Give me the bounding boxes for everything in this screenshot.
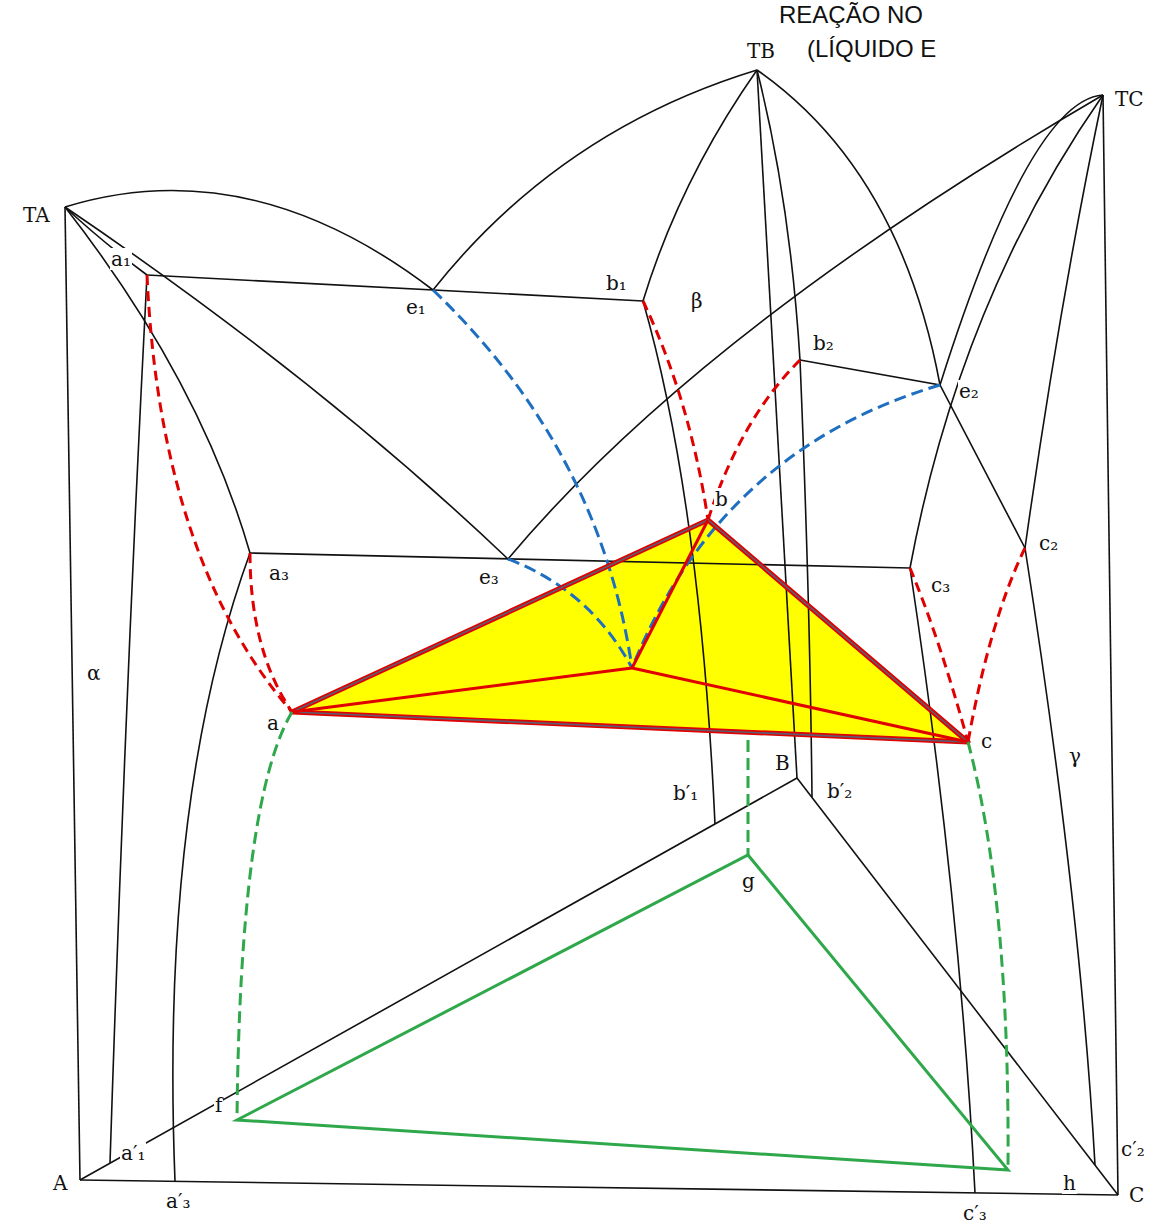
point-label: b₁ — [605, 272, 628, 294]
point-label: c₂ — [1038, 532, 1059, 554]
point-label: a′₃ — [165, 1190, 191, 1212]
red-tie-line — [292, 668, 632, 712]
liquidus-curve — [65, 207, 508, 559]
liquidus-curve — [433, 70, 757, 290]
solidus-curve — [65, 207, 147, 275]
green-dashed-curve — [237, 712, 292, 1120]
solvus-curve — [910, 568, 975, 1193]
solvus-curve — [1025, 548, 1095, 1165]
point-label: TB — [746, 40, 776, 62]
red-dashed-curve — [147, 275, 292, 712]
point-label: a′₁ — [120, 1142, 146, 1164]
point-label: TC — [1114, 88, 1145, 110]
point-label: e₃ — [478, 566, 500, 588]
point-label: f — [214, 1094, 223, 1116]
tie-triangle-outline — [292, 520, 968, 742]
tie-line — [147, 275, 643, 301]
solidus-curve — [757, 70, 800, 360]
base-line — [80, 1180, 1118, 1195]
heading-text: (LÍQUIDO E — [806, 36, 937, 62]
point-label: B — [774, 752, 791, 774]
point-label: b′₁ — [672, 782, 699, 804]
point-label: c₃ — [930, 574, 951, 596]
point-label: b′₂ — [826, 780, 853, 802]
point-label: γ — [1068, 745, 1082, 767]
red-dashed-curves — [147, 275, 1025, 742]
red-tie-line — [632, 520, 708, 668]
solidus-curve — [643, 70, 757, 301]
point-label: C — [1128, 1184, 1145, 1206]
point-label: c′₃ — [962, 1202, 988, 1224]
liquidus-curve — [757, 70, 940, 385]
green-lines — [237, 712, 1008, 1170]
tie-line — [800, 360, 1025, 548]
point-label: g — [741, 870, 756, 892]
green-dashed-curve — [968, 742, 1008, 1170]
point-label: b — [714, 488, 729, 510]
blue-dashed-curve — [433, 290, 632, 668]
point-label: e₂ — [958, 380, 980, 402]
tie-triangle-fill — [292, 520, 968, 742]
prism-lines — [65, 70, 1118, 1195]
edge-line — [757, 70, 797, 778]
heading-text: REAÇÃO NO — [778, 2, 924, 28]
solvus-curve — [800, 360, 812, 797]
point-label: TA — [22, 204, 51, 226]
solidus-curve — [1025, 95, 1103, 548]
liquidus-curve — [940, 95, 1103, 385]
edge-line — [65, 207, 80, 1180]
base-line — [797, 778, 1118, 1195]
point-label: a₃ — [268, 562, 290, 584]
red-dashed-curve — [250, 553, 292, 712]
solvus-curve — [643, 301, 715, 824]
point-label: a₁ — [110, 248, 132, 270]
blue-dashed-curve — [508, 559, 632, 668]
red-dashed-curve — [968, 548, 1025, 742]
tie-line — [250, 553, 910, 568]
tie-triangle-inner-outline — [292, 520, 968, 742]
red-tie-line — [632, 668, 968, 742]
point-label: b₂ — [812, 332, 835, 354]
red-dashed-curve — [643, 301, 708, 520]
liquidus-curve — [65, 191, 433, 290]
point-label: β — [690, 290, 704, 312]
point-label: c′₂ — [1120, 1138, 1146, 1160]
red-dashed-curve — [708, 360, 800, 520]
solidus-curve — [910, 95, 1103, 568]
blue-dashed-curve — [632, 385, 940, 668]
point-label: c — [980, 730, 993, 752]
green-dashed-curve — [747, 740, 750, 855]
base-line — [80, 778, 797, 1180]
point-label: e₁ — [405, 296, 427, 318]
green-triangle — [237, 855, 1008, 1170]
point-label: α — [86, 662, 102, 684]
red-tie-lines — [292, 520, 968, 742]
point-label: A — [52, 1172, 68, 1194]
solvus-curve — [110, 275, 147, 1163]
point-label: a — [266, 712, 280, 734]
edge-line — [1103, 95, 1118, 1195]
point-label: h — [1062, 1172, 1077, 1194]
